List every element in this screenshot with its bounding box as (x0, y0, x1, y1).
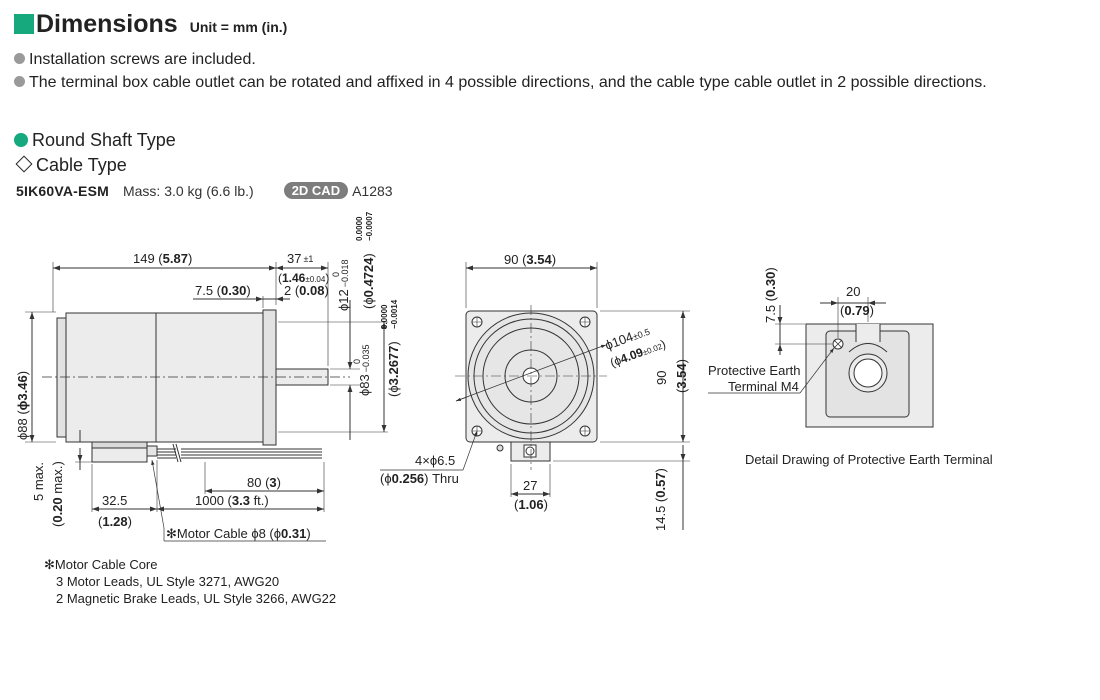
svg-text:(ϕ0.4724): (ϕ0.4724) (361, 253, 376, 309)
bullet-cable-outlet: The terminal box cable outlet can be rot… (14, 74, 987, 92)
cad-id: A1283 (352, 182, 393, 199)
page-header: Dimensions Unit = mm (in.) (14, 10, 287, 39)
pilot-inch-label: (ϕ3.2677) 0.0000 −0.0014 (380, 299, 401, 397)
h90-label: 90 (654, 371, 669, 385)
section-shaft-type: Round Shaft Type (14, 130, 176, 151)
svg-text:(ϕ3.2677): (ϕ3.2677) (386, 341, 401, 397)
svg-text:ϕ83−0.035: ϕ83−0.035 (357, 344, 372, 396)
svg-text:✻Motor Cable ϕ8 (ϕ0.31): ✻Motor Cable ϕ8 (ϕ0.31) (166, 526, 311, 541)
svg-text:(1.46±0.04): (1.46±0.04) (278, 271, 329, 285)
svg-text:Protective Earth: Protective Earth (708, 363, 801, 378)
svg-text:2 (0.08): 2 (0.08) (284, 283, 329, 298)
notes-title: ✻Motor Cable Core (44, 557, 158, 572)
title-square-icon (14, 14, 34, 34)
svg-text:90: 90 (654, 371, 669, 385)
section-cable-type: Cable Type (14, 155, 127, 176)
svg-text:ϕ88 (ϕ3.46): ϕ88 (ϕ3.46) (15, 371, 30, 440)
h90-inch-label: (3.54) (674, 359, 689, 393)
side-view-labels: 149 (5.87) 37±1 (1.46±0.04) 7.5 (0.30) 2… (15, 211, 401, 541)
svg-text:7.5 (0.30): 7.5 (0.30) (195, 283, 251, 298)
motor-body-rear (65, 312, 157, 443)
svg-text:80 (3): 80 (3) (247, 475, 281, 490)
bullet-dot-icon (14, 76, 25, 87)
body-diameter-label: ϕ88 (ϕ3.46) (15, 371, 30, 440)
detail-view-labels: 7.5 (0.30) 20 (0.79) Protective Earth Te… (708, 267, 993, 467)
model-row: 5IK60VA-ESM Mass: 3.0 kg (6.6 lb.) 2D CA… (16, 182, 393, 199)
unit-label: Unit = mm (in.) (189, 19, 288, 35)
svg-text:1000 (3.3 ft.): 1000 (3.3 ft.) (195, 493, 269, 508)
svg-text:−0.0014: −0.0014 (390, 299, 399, 329)
svg-text:(1.06): (1.06) (514, 497, 548, 512)
detail-v75-label: 7.5 (0.30) (763, 267, 778, 323)
svg-text:Detail Drawing of Protective E: Detail Drawing of Protective Earth Termi… (745, 452, 993, 467)
svg-text:(1.28): (1.28) (98, 514, 132, 529)
svg-text:37±1: 37±1 (287, 251, 313, 266)
motor-flange (262, 309, 277, 446)
detail-view (708, 297, 934, 428)
svg-text:(0.20 max.): (0.20 max.) (50, 461, 65, 527)
svg-text:0: 0 (352, 359, 362, 364)
front-view (380, 262, 690, 530)
max5-label: 5 max. (31, 462, 46, 501)
svg-text:90 (3.54): 90 (3.54) (504, 252, 556, 267)
max5-inch-label: (0.20 max.) (50, 461, 65, 527)
svg-text:4×ϕ6.5: 4×ϕ6.5 (415, 453, 455, 468)
svg-text:(ϕ0.256) Thru: (ϕ0.256) Thru (380, 471, 459, 486)
page-title: Dimensions (36, 10, 178, 38)
svg-text:14.5 (0.57): 14.5 (0.57) (653, 468, 668, 531)
svg-text:ϕ12−0.018: ϕ12−0.018 (336, 259, 351, 311)
svg-text:0.0000: 0.0000 (380, 304, 389, 329)
notes-line1: 3 Motor Leads, UL Style 3271, AWG20 (56, 574, 280, 589)
svg-text:0.0000: 0.0000 (355, 216, 364, 241)
cad-badge[interactable]: 2D CAD (283, 182, 349, 199)
motor-rear-cap (56, 317, 67, 438)
svg-text:5 max.: 5 max. (31, 462, 46, 501)
pilot-diameter-label: ϕ83−0.035 0 (352, 344, 372, 396)
svg-text:20: 20 (846, 284, 860, 299)
svg-text:(0.79): (0.79) (840, 303, 874, 318)
model-name: 5IK60VA-ESM (16, 182, 109, 199)
green-dot-icon (14, 133, 28, 147)
motor-body-front (155, 312, 264, 443)
bullet-screws: Installation screws are included. (14, 51, 256, 69)
front-view-labels: 90 (3.54) ϕ104±0.5 (ϕ4.09±0.02) 90 (3.54… (380, 252, 689, 531)
svg-text:32.5: 32.5 (102, 493, 127, 508)
svg-text:Terminal M4: Terminal M4 (728, 379, 799, 394)
svg-text:149 (5.87): 149 (5.87) (133, 251, 192, 266)
svg-text:7.5 (0.30): 7.5 (0.30) (763, 267, 778, 323)
svg-text:−0.0007: −0.0007 (365, 211, 374, 241)
side-view (25, 262, 388, 542)
shaft-inch-label: (ϕ0.4724) 0.0000 −0.0007 (355, 211, 376, 309)
notes-line2: 2 Magnetic Brake Leads, UL Style 3266, A… (56, 591, 337, 606)
bullet-dot-icon (14, 53, 25, 64)
model-mass: Mass: 3.0 kg (6.6 lb.) (122, 182, 254, 199)
svg-text:0: 0 (331, 272, 341, 277)
motor-cable-notes: ✻Motor Cable Core 3 Motor Leads, UL Styl… (44, 556, 336, 607)
svg-text:27: 27 (523, 478, 537, 493)
h145-label: 14.5 (0.57) (653, 468, 668, 531)
shaft-diameter-label: ϕ12−0.018 0 (331, 259, 351, 311)
svg-text:(3.54): (3.54) (674, 359, 689, 393)
